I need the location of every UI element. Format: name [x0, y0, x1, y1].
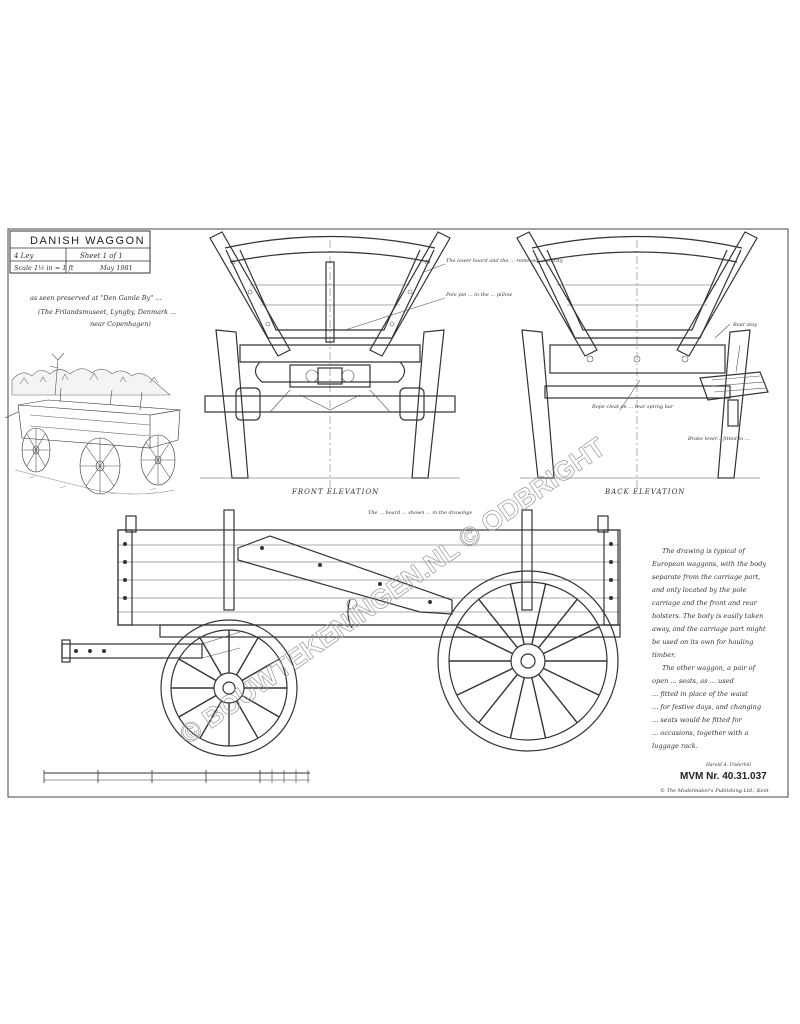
title-scale-left: 4 Ley	[13, 252, 34, 260]
front-elevation: FRONT ELEVATION The lower board and the …	[200, 231, 563, 496]
description-line: and only located by the pole	[652, 586, 746, 594]
wheel-spoke	[178, 694, 217, 718]
title-block: DANISH WAGGON 4 Ley Sheet 1 of 1 Scale 1…	[9, 230, 151, 274]
sketch-note-3: near Copenhagen)	[90, 320, 151, 328]
description-line: separate from the carriage part,	[652, 573, 760, 581]
title-text: DANISH WAGGON	[30, 235, 145, 247]
copyright-credit: © The Modelmaker's Publishing Ltd., Kent	[660, 787, 770, 794]
wheel-spoke	[538, 598, 578, 649]
side-note: The ... board ... shown ... in the drawi…	[368, 510, 472, 516]
wheel-spoke	[241, 658, 280, 682]
description-line: timber.	[652, 651, 676, 659]
title-scale: Scale 1½ in = 1 ft	[14, 264, 74, 272]
sketch-notes: as seen preserved at "Den Gamle By" ... …	[30, 294, 176, 328]
sketch-note-2: (The Frilandsmuseet, Lyngby, Denmark ...	[38, 308, 176, 316]
wheel-spoke	[241, 694, 280, 718]
description-line: away, and the carriage part might	[652, 625, 766, 633]
wheel-spoke	[542, 626, 600, 655]
back-elevation-label: BACK ELEVATION	[604, 488, 685, 496]
description-line: ... fitted in place of the waist	[652, 690, 748, 698]
description-line: be used on its own for hauling	[652, 638, 753, 646]
wheel-spoke	[199, 637, 223, 676]
description-line: open ... seats, as ... used	[652, 677, 734, 685]
sketch-note-1: as seen preserved at "Den Gamle By" ...	[30, 294, 162, 302]
front-elevation-label: FRONT ELEVATION	[291, 488, 379, 496]
back-note-a: Rear stay	[732, 322, 757, 328]
wheel-spoke	[542, 667, 600, 696]
front-note-b: Pole pin ... in the ... pillow	[445, 292, 513, 298]
wheel-spoke	[199, 700, 223, 739]
wheel-spoke	[235, 700, 259, 739]
wheel-spoke	[235, 637, 259, 676]
title-sheet: Sheet 1 of 1	[80, 252, 123, 260]
wheel-spoke	[531, 583, 547, 645]
wheel-spoke	[456, 626, 514, 655]
description-line: luggage rack.	[652, 742, 698, 750]
back-note-c: Brake lever... fitted to ...	[687, 436, 750, 442]
sheet-border	[7, 228, 789, 798]
wheel-spoke	[509, 583, 525, 645]
back-elevation: BACK ELEVATION Rear stay Rope cleat on .…	[516, 231, 769, 496]
drawing-number: MVM Nr. 40.31.037	[680, 771, 767, 782]
wheel-spoke	[478, 598, 518, 649]
description-line: carriage and the front and rear	[652, 599, 758, 607]
description-line: ... occasions, together with a	[652, 729, 748, 737]
scale-bar	[43, 770, 310, 783]
description-line: The other waggon, a pair of	[662, 664, 757, 672]
description-line: bolsters. The body is easily taken	[652, 612, 763, 620]
wheel-spoke	[456, 667, 514, 696]
wheel-spoke	[509, 677, 525, 739]
drawing-author: Harold A. Underhill	[705, 762, 751, 768]
perspective-sketch	[4, 352, 181, 495]
title-date: May 1981	[99, 264, 133, 272]
description-text: The drawing is typical of European waggo…	[651, 547, 768, 750]
side-elevation: The ... board ... shown ... in the drawi…	[61, 509, 621, 757]
description-line: The drawing is typical of	[662, 547, 746, 555]
front-note-a: The lower board and the ... removed ... …	[446, 258, 563, 264]
description-line: European waggons, with the body	[651, 560, 766, 568]
back-note-b: Rope cleat on ... rear spring bar	[591, 404, 674, 410]
wheel-spoke	[178, 658, 217, 682]
description-line: ... for festive days, and changing	[652, 703, 761, 711]
wheel-spoke	[478, 673, 518, 724]
wheel-spoke	[531, 677, 547, 739]
description-line: ... seats would be fitted for	[652, 716, 743, 724]
wheel-spoke	[538, 673, 578, 724]
